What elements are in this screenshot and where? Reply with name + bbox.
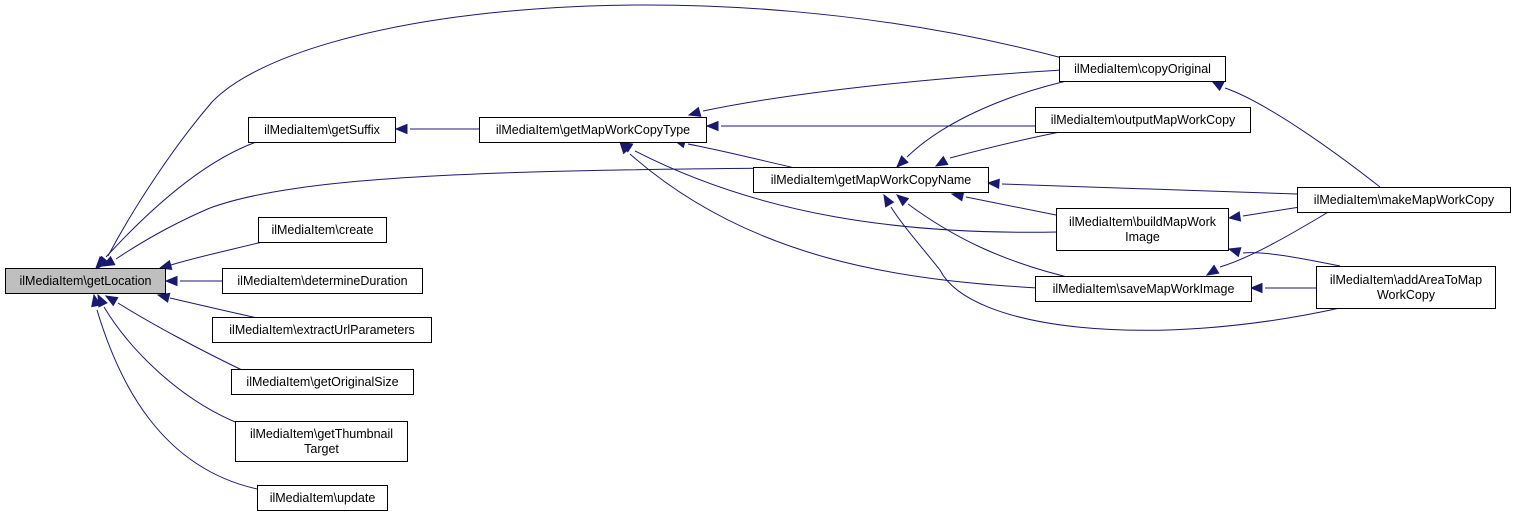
node-getSuffix[interactable]: ilMediaItem\getSuffix (248, 117, 396, 143)
call-edge-outputMapWorkCopy-to-getMapWorkCopyName (934, 131, 1061, 167)
arrowhead-icon (394, 123, 408, 135)
node-getLocation[interactable]: ilMediaItem\getLocation (5, 268, 166, 294)
node-box (257, 485, 388, 511)
node-box (753, 167, 989, 193)
node-outputMapWorkCopy[interactable]: ilMediaItem\outputMapWorkCopy (1035, 107, 1251, 133)
arrowhead-icon (101, 255, 116, 267)
node-label: ilMediaItem\determineDuration (237, 274, 407, 288)
node-box (222, 268, 423, 294)
node-box (235, 421, 408, 462)
node-label: ilMediaItem\addAreaToMap (1330, 273, 1482, 287)
arrowhead-icon (705, 120, 719, 132)
node-label: ilMediaItem\getThumbnail (250, 427, 393, 441)
call-edge-create-to-getLocation (158, 238, 275, 271)
function-nodes: ilMediaItem\getLocation ilMediaItem\getSu… (5, 56, 1511, 511)
arrowhead-icon (1210, 80, 1225, 92)
call-edge-makeMapWorkCopy-to-getMapWorkCopyName (986, 178, 1298, 195)
node-label: ilMediaItem\getLocation (19, 274, 151, 288)
node-makeMapWorkCopy[interactable]: ilMediaItem\makeMapWorkCopy (1297, 187, 1511, 213)
arrowhead-icon (687, 106, 702, 117)
node-saveMapWorkImage[interactable]: ilMediaItem\saveMapWorkImage (1035, 276, 1252, 302)
node-label: ilMediaItem\getMapWorkCopyName (771, 173, 972, 187)
call-edge-update-to-getLocation (91, 293, 263, 491)
node-label: Image (1125, 230, 1160, 244)
node-label: ilMediaItem\getOriginalSize (246, 375, 398, 389)
call-edge-outputMapWorkCopy-to-getMapWorkCopyType (705, 120, 1035, 132)
arrowhead-icon (164, 275, 178, 287)
arrowhead-icon (91, 293, 102, 308)
arrowhead-icon (619, 140, 632, 155)
node-box (1035, 276, 1252, 302)
call-edge-getOriginalSize-to-getLocation (104, 295, 245, 372)
call-edge-copyOriginal-to-getMapWorkCopyType (687, 69, 1063, 117)
node-extractUrlParameters[interactable]: ilMediaItem\extractUrlParameters (212, 317, 432, 343)
node-box (258, 217, 387, 243)
arrowhead-icon (1227, 247, 1242, 258)
node-label: Target (304, 442, 339, 456)
node-label: ilMediaItem\getSuffix (264, 123, 381, 137)
call-edge-copyOriginal-to-getMapWorkCopyName (896, 77, 1081, 168)
node-label: ilMediaItem\outputMapWorkCopy (1051, 113, 1236, 127)
arrowhead-icon (1205, 264, 1220, 276)
call-edge-determineDuration-to-getLocation (164, 275, 222, 287)
node-copyOriginal[interactable]: ilMediaItem\copyOriginal (1059, 56, 1226, 82)
node-box (5, 268, 166, 294)
call-edge-addAreaToMapWorkCopy-to-buildMapWorkImage (1227, 247, 1341, 267)
call-edge-addAreaToMapWorkCopy-to-getMapWorkCopyName (883, 193, 1341, 331)
node-label: ilMediaItem\buildMapWork (1069, 215, 1217, 229)
node-box (1316, 266, 1496, 309)
node-create[interactable]: ilMediaItem\create (258, 217, 387, 243)
call-edge-getMapWorkCopyName-to-getMapWorkCopyType (672, 138, 796, 169)
node-label: ilMediaItem\update (270, 491, 376, 505)
node-getOriginalSize[interactable]: ilMediaItem\getOriginalSize (231, 369, 414, 395)
node-box (212, 317, 432, 343)
call-edge-getMapWorkCopyType-to-getSuffix (394, 123, 479, 135)
node-label: ilMediaItem\create (271, 223, 373, 237)
arrowhead-icon (156, 292, 171, 303)
arrowhead-icon (895, 194, 910, 207)
arrowhead-icon (1249, 282, 1263, 294)
node-update[interactable]: ilMediaItem\update (257, 485, 388, 511)
arrowhead-icon (1227, 211, 1242, 222)
node-label: ilMediaItem\copyOriginal (1074, 62, 1211, 76)
call-edge-getThumbnailTarget-to-getLocation (97, 293, 241, 425)
node-box (1297, 187, 1511, 213)
arrowhead-icon (896, 155, 909, 168)
node-box (1059, 56, 1226, 82)
node-label: ilMediaItem\makeMapWorkCopy (1314, 193, 1495, 207)
node-box (1056, 208, 1229, 251)
node-box (248, 117, 396, 143)
node-box (1035, 107, 1251, 133)
call-edge-makeMapWorkCopy-to-buildMapWorkImage (1227, 206, 1301, 222)
node-label: WorkCopy (1377, 288, 1436, 302)
call-edge-getMapWorkCopyName-to-getLocation (101, 167, 801, 267)
arrowhead-icon (950, 191, 965, 202)
node-label: ilMediaItem\saveMapWorkImage (1053, 282, 1235, 296)
call-edge-saveMapWorkImage-to-getMapWorkCopyType (619, 140, 1039, 289)
call-edge-extractUrlParameters-to-getLocation (156, 292, 263, 320)
arrowhead-icon (883, 193, 895, 208)
node-label: ilMediaItem\extractUrlParameters (229, 323, 414, 337)
node-box (479, 117, 707, 143)
arrowhead-icon (986, 178, 1000, 190)
call-edge-makeMapWorkCopy-to-saveMapWorkImage (1205, 210, 1331, 276)
node-box (231, 369, 414, 395)
node-getMapWorkCopyType[interactable]: ilMediaItem\getMapWorkCopyType (479, 117, 707, 143)
node-getMapWorkCopyName[interactable]: ilMediaItem\getMapWorkCopyName (753, 167, 989, 193)
call-edge-makeMapWorkCopy-to-copyOriginal (1210, 80, 1381, 188)
node-determineDuration[interactable]: ilMediaItem\determineDuration (222, 268, 423, 294)
call-edge-buildMapWorkImage-to-getMapWorkCopyName (950, 191, 1057, 216)
call-edge-addAreaToMapWorkCopy-to-saveMapWorkImage (1249, 282, 1316, 294)
arrowhead-icon (934, 155, 949, 167)
arrowhead-icon (104, 295, 119, 307)
node-label: ilMediaItem\getMapWorkCopyType (496, 123, 690, 137)
call-edge-saveMapWorkImage-to-getMapWorkCopyName (895, 194, 1081, 281)
call-edge-getSuffix-to-getLocation (95, 139, 263, 269)
